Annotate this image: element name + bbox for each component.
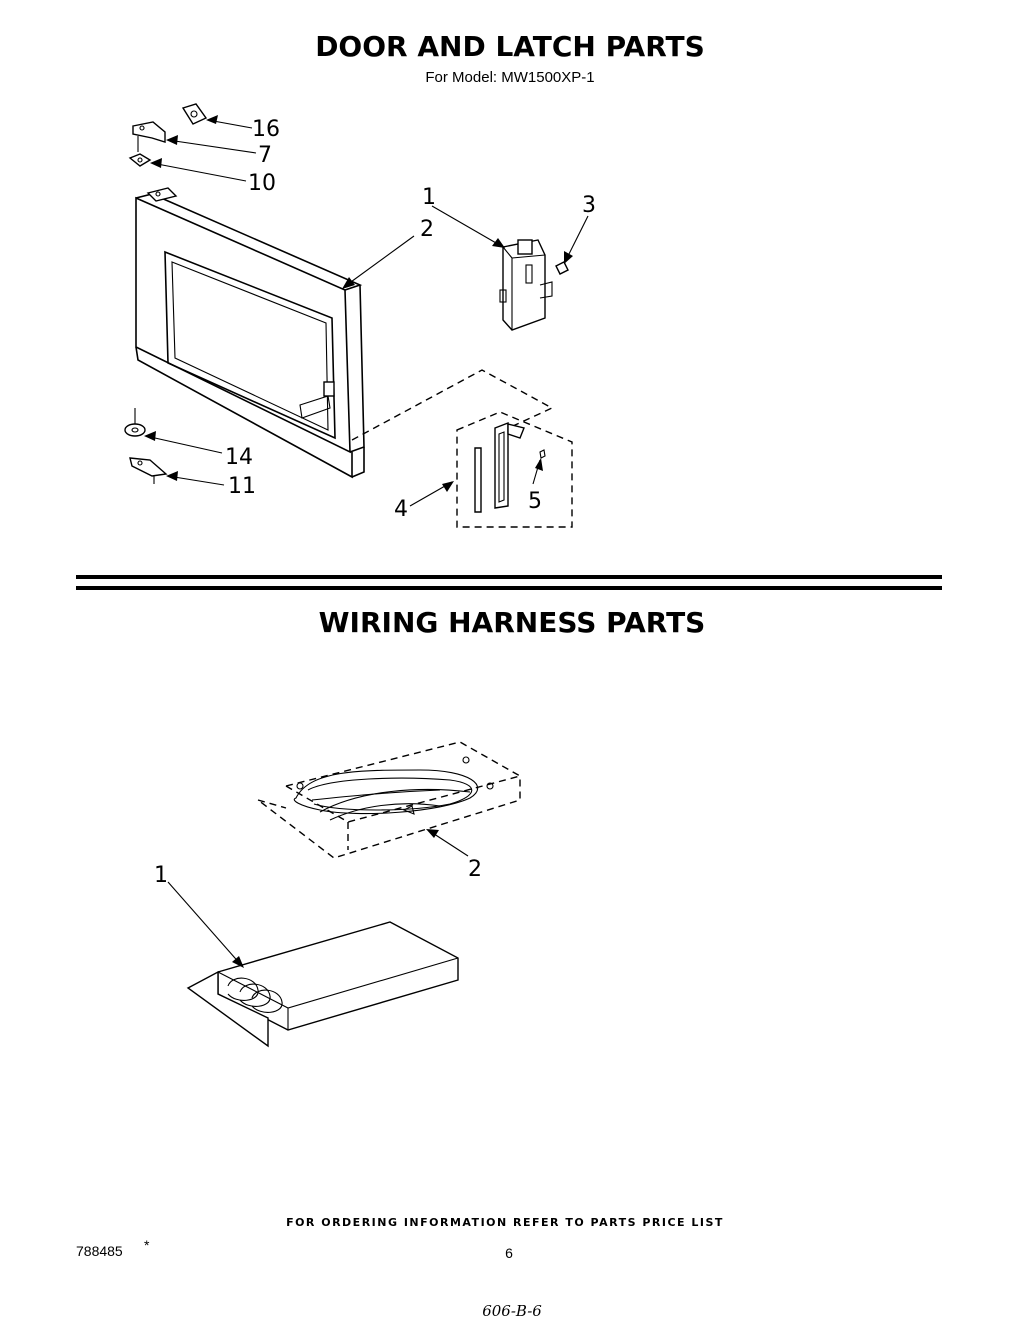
model-label: For Model: MW1500XP-1: [425, 69, 594, 86]
part-16-washer: [181, 103, 208, 125]
ordering-note: FOR ORDERING INFORMATION REFER TO PARTS …: [286, 1216, 724, 1229]
part-1-latch-assembly: [499, 239, 553, 331]
part-7-hinge-bracket: [132, 121, 166, 152]
part-1-harness-box: [186, 921, 459, 1048]
door-assembly: [135, 187, 365, 479]
part-2-wiring-harness-pack: [257, 741, 521, 859]
part-4-strip: [474, 447, 482, 513]
callout-3: 3: [582, 193, 596, 218]
wiring-callout-arrows: [167, 829, 469, 968]
callout-4: 4: [394, 497, 408, 522]
callout-7: 7: [258, 143, 272, 168]
part-number: 788485: [76, 1243, 123, 1259]
divider-top: [76, 575, 942, 579]
callout-16: 16: [252, 117, 280, 142]
divider-bottom: [76, 586, 942, 590]
section-title-wiring: WIRING HARNESS PARTS: [319, 606, 706, 639]
page-number: 6: [505, 1245, 513, 1261]
door-callout-arrows: [144, 115, 589, 507]
callout-10: 10: [248, 171, 276, 196]
callout-11: 11: [228, 474, 256, 499]
callout-5: 5: [528, 489, 542, 514]
part-14-washer: [124, 408, 146, 437]
callout-14: 14: [225, 445, 253, 470]
page-title: DOOR AND LATCH PARTS: [315, 30, 705, 63]
callout-2: 2: [420, 217, 434, 242]
wiring-callout-2: 2: [468, 857, 482, 882]
asterisk-mark: *: [144, 1237, 150, 1253]
wiring-callout-1: 1: [154, 863, 168, 888]
part-3-screw: [555, 261, 569, 275]
callout-1: 1: [422, 185, 436, 210]
part-11-hinge-bracket: [129, 457, 168, 484]
part-10-bushing: [128, 153, 152, 167]
handwritten-code: 606-B-6: [482, 1302, 542, 1319]
part-5-latch-guide: [494, 421, 546, 509]
